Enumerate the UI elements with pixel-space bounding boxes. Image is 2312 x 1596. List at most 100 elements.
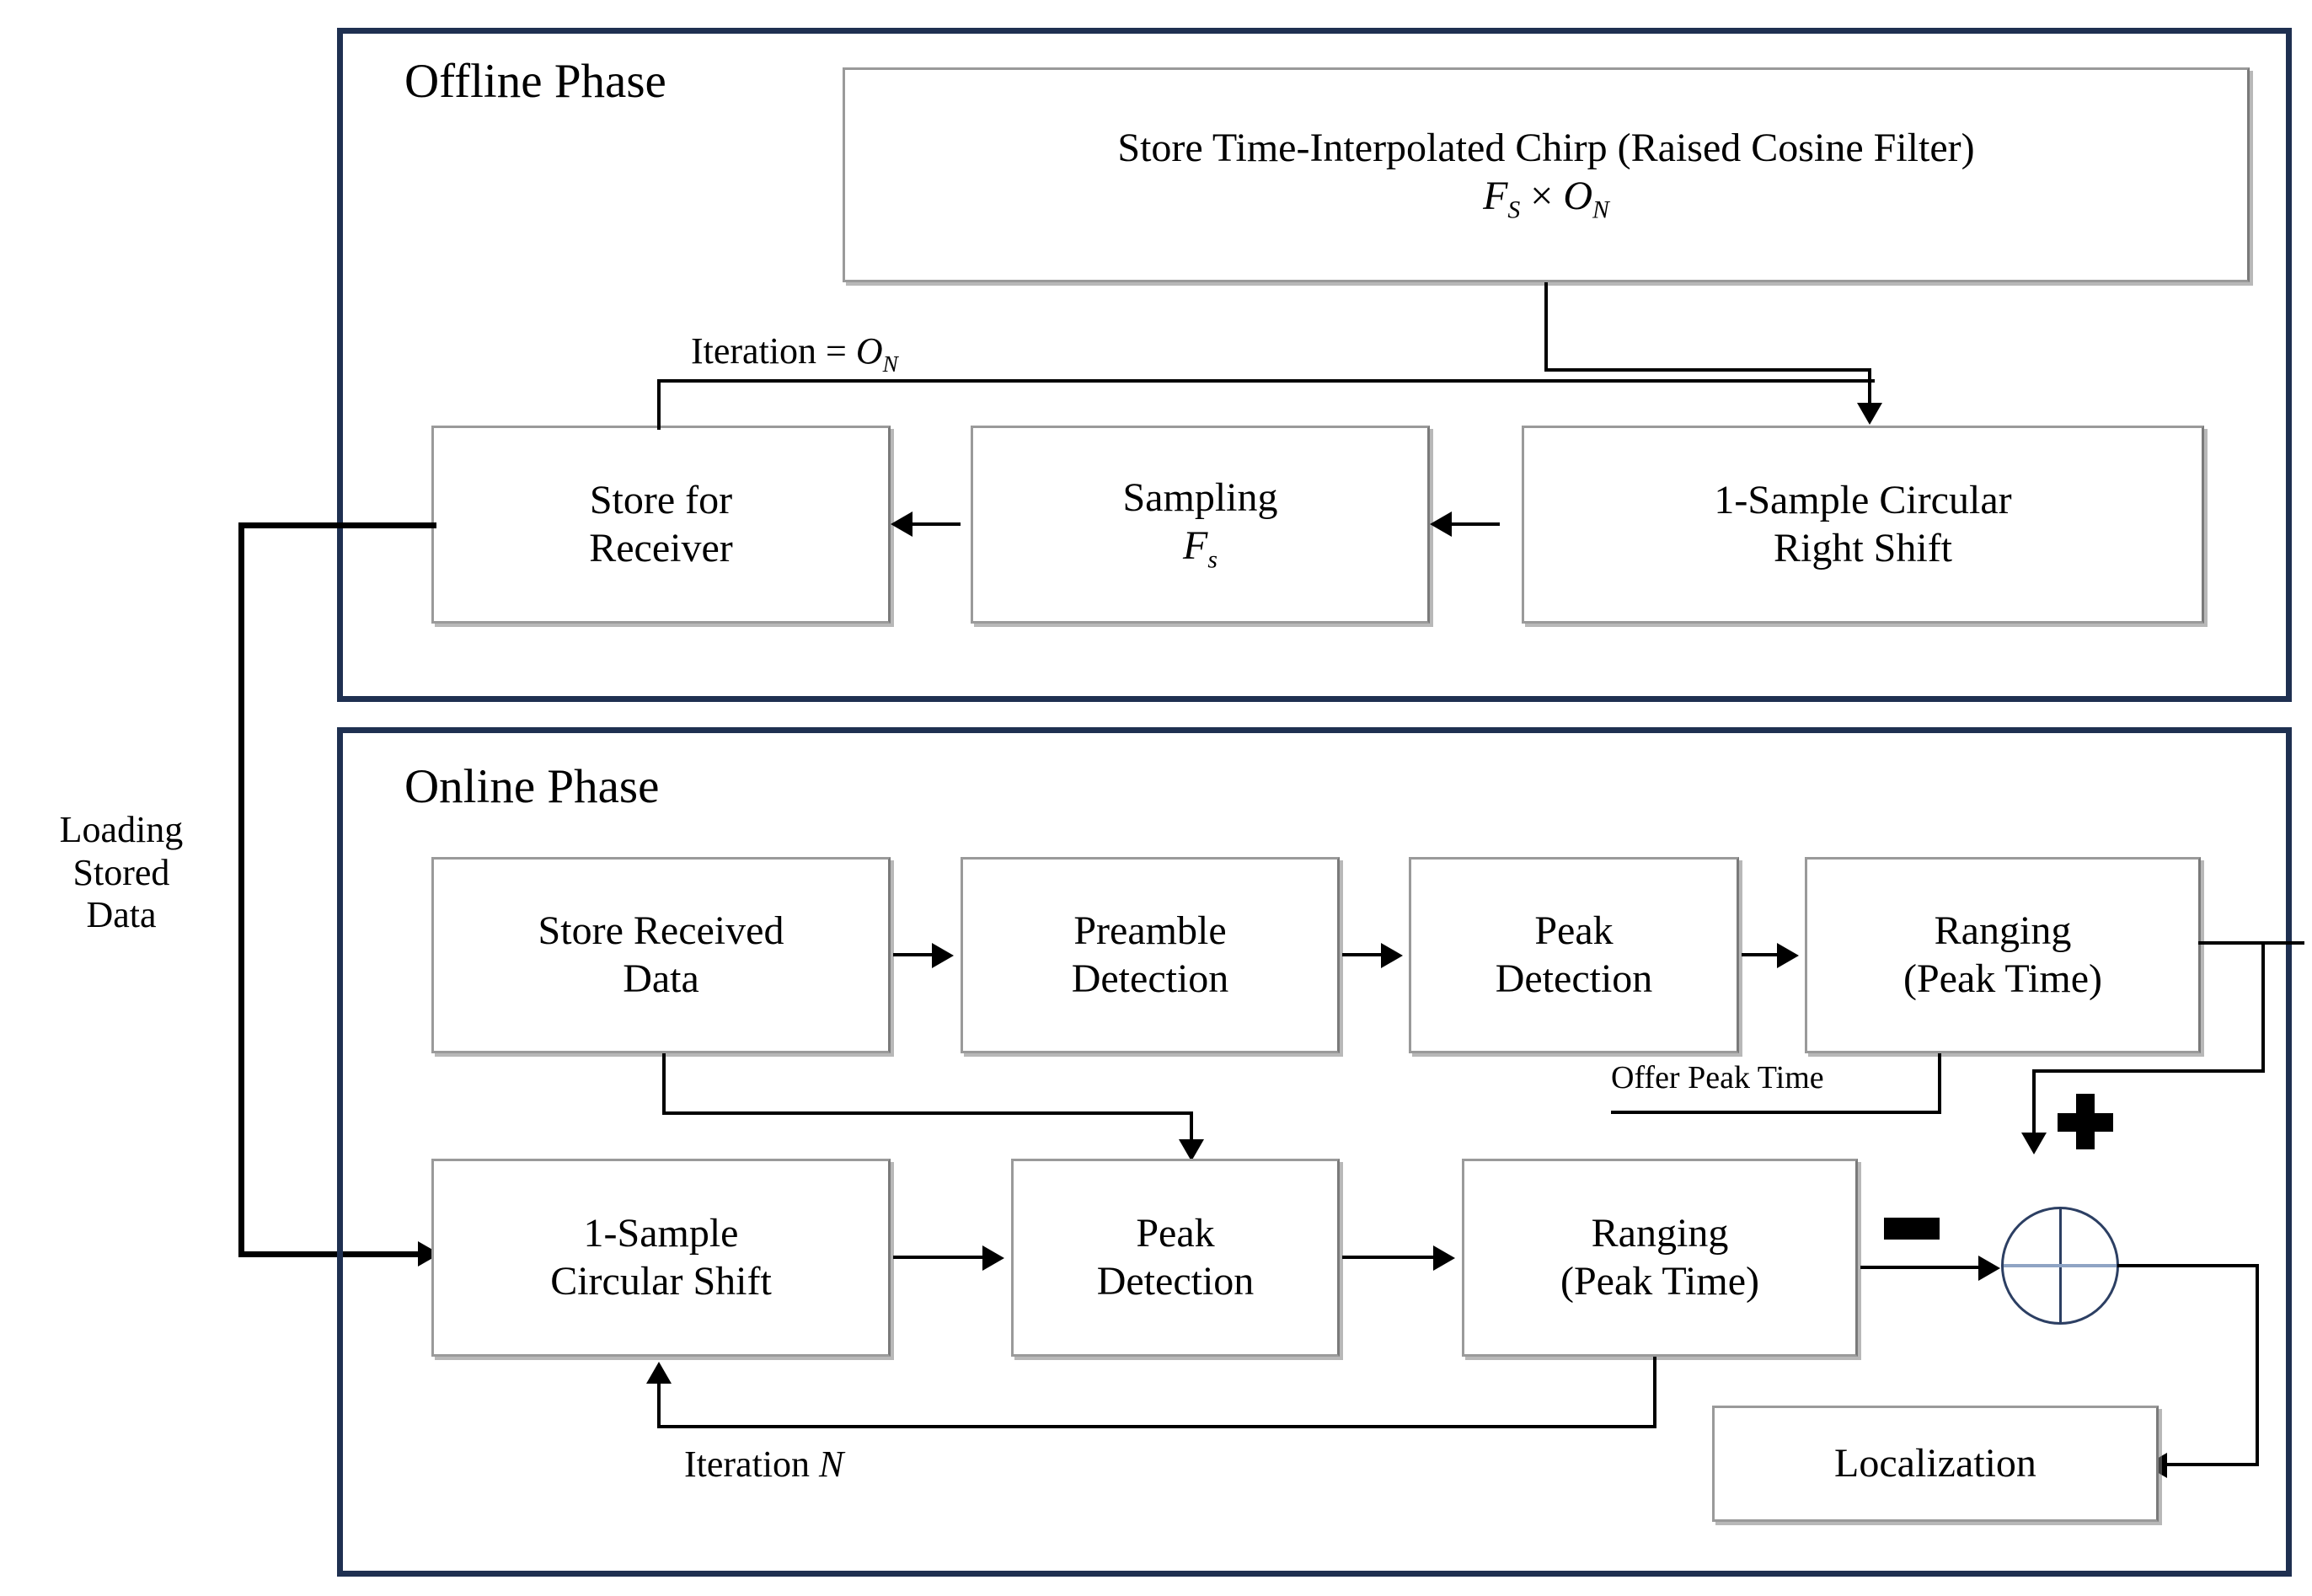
conn-peak-top-to-ranging-top bbox=[1742, 953, 1779, 956]
conn-ranging-bottom-to-sum bbox=[1860, 1266, 1982, 1269]
conn-offer-peak-time-left bbox=[1611, 1111, 1941, 1114]
arrow-into-preamble-detection bbox=[932, 943, 954, 968]
label-iteration-n: Iteration N bbox=[684, 1443, 843, 1486]
arrow-into-sum-plus bbox=[2021, 1133, 2047, 1154]
box-circular-shift-text: 1-Sample Circular Shift bbox=[542, 1210, 780, 1305]
conn-sum-out-down bbox=[2256, 1264, 2259, 1466]
conn-iteration-feedback-horizontal bbox=[657, 379, 1875, 383]
box-store-for-receiver-text: Store for Receiver bbox=[581, 477, 741, 572]
conn-ranging-top-back-left bbox=[2032, 1069, 2265, 1073]
conn-iterN-down bbox=[1653, 1357, 1656, 1428]
box-store-time-interpolated-chirp: Store Time-Interpolated Chirp (Raised Co… bbox=[843, 67, 2250, 282]
conn-circular-shift-to-peak-bottom bbox=[893, 1256, 984, 1259]
rb-line1: Ranging bbox=[1591, 1210, 1729, 1256]
rt-line2: (Peak Time) bbox=[1903, 956, 2102, 1001]
box-ranging-top-text: Ranging (Peak Time) bbox=[1895, 908, 2111, 1003]
store-chirp-on: O bbox=[1563, 173, 1593, 218]
iteration-on-prefix: Iteration = bbox=[691, 330, 856, 372]
box-store-received-data-text: Store Received Data bbox=[530, 908, 793, 1003]
online-phase-frame bbox=[337, 727, 2292, 1577]
label-iteration-on: Iteration = ON bbox=[691, 330, 898, 378]
sampling-fs: F bbox=[1183, 522, 1208, 568]
conn-srd-branch-down bbox=[662, 1053, 666, 1115]
arrow-into-circular-right-shift bbox=[1857, 403, 1882, 425]
box-circular-right-shift-text: 1-Sample Circular Right Shift bbox=[1705, 477, 2020, 572]
conn-loading-bottom bbox=[238, 1251, 431, 1257]
box-ranging-top: Ranging (Peak Time) bbox=[1805, 857, 2201, 1053]
arrow-into-peak-detection-bottom bbox=[982, 1245, 1004, 1271]
summing-junction-horizontal-line bbox=[2004, 1264, 2117, 1267]
conn-chirp-down2 bbox=[1868, 368, 1871, 415]
crs-line1: 1-Sample Circular bbox=[1714, 477, 2012, 522]
box-store-for-receiver: Store for Receiver bbox=[431, 426, 891, 624]
store-chirp-fs: F bbox=[1483, 173, 1508, 218]
loading-line2: Stored bbox=[72, 851, 170, 893]
offline-phase-frame bbox=[337, 28, 2292, 702]
conn-offer-peak-time-down bbox=[1938, 1053, 1941, 1114]
conn-loading-top bbox=[238, 522, 436, 528]
conn-srd-to-preamble bbox=[893, 953, 934, 956]
arrow-into-ranging-top bbox=[1777, 943, 1799, 968]
iteration-n-prefix: Iteration bbox=[684, 1443, 820, 1485]
label-offer-peak-time: Offer Peak Time bbox=[1611, 1060, 1824, 1095]
pdt-line1: Peak bbox=[1534, 908, 1614, 953]
conn-srd-branch-down2 bbox=[1190, 1111, 1193, 1149]
conn-srd-branch-right bbox=[662, 1111, 1193, 1115]
store-chirp-fs-sub: S bbox=[1507, 195, 1521, 224]
box-localization: Localization bbox=[1712, 1406, 2159, 1522]
pd-line2: Detection bbox=[1071, 956, 1229, 1001]
store-chirp-line1: Store Time-Interpolated Chirp (Raised Co… bbox=[1117, 126, 1975, 171]
conn-peak-bottom-to-ranging-bottom bbox=[1342, 1256, 1435, 1259]
conn-loading-vertical bbox=[238, 522, 244, 1257]
conn-plus-input-down bbox=[2032, 1069, 2036, 1141]
box-ranging-bottom-text: Ranging (Peak Time) bbox=[1552, 1210, 1768, 1305]
box-store-chirp-text: Store Time-Interpolated Chirp (Raised Co… bbox=[1109, 125, 1983, 224]
conn-iterN-up bbox=[657, 1384, 661, 1427]
pdt-line2: Detection bbox=[1495, 956, 1653, 1001]
iteration-on-var: O bbox=[855, 330, 883, 372]
rt-line1: Ranging bbox=[1934, 908, 2072, 953]
summing-junction bbox=[2001, 1207, 2119, 1325]
cs-line1: 1-Sample bbox=[583, 1210, 739, 1256]
box-sampling: Sampling Fs bbox=[971, 426, 1430, 624]
cs-line2: Circular Shift bbox=[550, 1258, 772, 1304]
arrow-into-peak-detection-top bbox=[1381, 943, 1403, 968]
box-peak-detection-top-text: Peak Detection bbox=[1487, 908, 1662, 1003]
arrow-into-store-for-receiver bbox=[891, 511, 912, 537]
box-ranging-bottom: Ranging (Peak Time) bbox=[1462, 1159, 1858, 1357]
minus-sign-icon bbox=[1884, 1218, 1940, 1240]
crs-line2: Right Shift bbox=[1773, 525, 1953, 570]
conn-sum-out-left-to-localization bbox=[2167, 1463, 2259, 1466]
arrow-into-sampling bbox=[1430, 511, 1452, 537]
conn-crs-to-sampling bbox=[1432, 522, 1500, 526]
box-sampling-text: Sampling Fs bbox=[1114, 474, 1286, 574]
conn-sampling-to-store-receiver bbox=[893, 522, 961, 526]
conn-ranging-top-right-down bbox=[2261, 941, 2265, 1072]
box-peak-detection-bottom: Peak Detection bbox=[1011, 1159, 1340, 1357]
pd-line1: Preamble bbox=[1073, 908, 1227, 953]
store-chirp-on-sub: N bbox=[1592, 195, 1609, 224]
sampling-fs-sub: s bbox=[1207, 545, 1218, 574]
srd-line2: Data bbox=[623, 956, 699, 1001]
box-localization-text: Localization bbox=[1834, 1440, 2036, 1486]
sfr-line2: Receiver bbox=[589, 525, 733, 570]
box-peak-detection-top: Peak Detection bbox=[1409, 857, 1739, 1053]
loading-line3: Data bbox=[86, 894, 157, 936]
box-circular-right-shift: 1-Sample Circular Right Shift bbox=[1522, 426, 2204, 624]
pdb-line2: Detection bbox=[1096, 1258, 1255, 1304]
box-store-received-data: Store Received Data bbox=[431, 857, 891, 1053]
plus-sign-icon bbox=[2058, 1094, 2113, 1149]
sfr-line1: Store for bbox=[589, 477, 733, 522]
conn-preamble-to-peak-top bbox=[1342, 953, 1383, 956]
box-peak-detection-bottom-text: Peak Detection bbox=[1089, 1210, 1263, 1305]
sampling-line1: Sampling bbox=[1122, 475, 1278, 521]
pdb-line1: Peak bbox=[1136, 1210, 1215, 1256]
arrow-into-sum-minus bbox=[1978, 1256, 2000, 1281]
loading-line1: Loading bbox=[59, 809, 184, 850]
conn-chirp-down1 bbox=[1544, 282, 1548, 371]
srd-line1: Store Received bbox=[538, 908, 784, 953]
rb-line2: (Peak Time) bbox=[1560, 1258, 1759, 1304]
box-circular-shift: 1-Sample Circular Shift bbox=[431, 1159, 891, 1357]
iteration-on-var-sub: N bbox=[882, 351, 898, 377]
box-preamble-detection-text: Preamble Detection bbox=[1063, 908, 1238, 1003]
